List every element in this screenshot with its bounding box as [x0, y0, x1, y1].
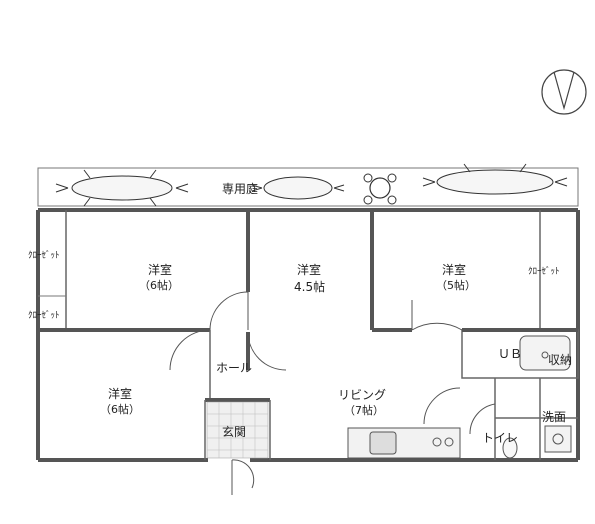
kitchen-counter-icon [347, 427, 461, 459]
closet-right-label: ｸﾛｰｾﾞｯﾄ [528, 266, 560, 277]
closet-left-lower-label: ｸﾛｰｾﾞｯﾄ [28, 310, 60, 321]
storage-label: 収納 [548, 353, 572, 367]
bathtub-icon [519, 335, 571, 371]
room-east-upper-size: （5帖） [436, 279, 476, 292]
shrub-icon [55, 169, 189, 207]
shrub-icon [251, 176, 345, 200]
unit-bath-label: ＵＢ [498, 347, 522, 361]
entrance-label: 玄関 [222, 424, 246, 439]
sink-icon [544, 425, 572, 453]
garden-label: 専用庭 [222, 181, 258, 196]
room-west-upper-size: （6帖） [139, 279, 179, 292]
closet-left-upper-label: ｸﾛｰｾﾞｯﾄ [28, 250, 60, 261]
room-living-size: （7帖） [344, 404, 384, 417]
shrub-icon [422, 163, 568, 195]
room-west-lower-size: （6帖） [100, 403, 140, 416]
toilet-label: トイレ [482, 431, 518, 445]
toilet-icon [502, 437, 518, 459]
room-east-upper-name: 洋室 [442, 262, 466, 277]
doors [169, 291, 496, 495]
room-west-lower-name: 洋室 [108, 386, 132, 401]
room-west-upper-name: 洋室 [148, 262, 172, 277]
room-center-name: 洋室 [297, 262, 321, 277]
interior-walls [38, 210, 579, 460]
hall-label: ホール [216, 361, 252, 375]
washroom-label: 洗面 [542, 410, 566, 424]
garden-area: 専用庭 [37, 163, 579, 207]
entrance-tiles [206, 401, 269, 459]
outer-walls [36, 208, 580, 462]
room-center-size: 4.5帖 [294, 279, 325, 294]
room-living-name: リビング [338, 388, 386, 402]
north-compass-icon [541, 69, 587, 115]
garden-table-icon [363, 173, 397, 205]
